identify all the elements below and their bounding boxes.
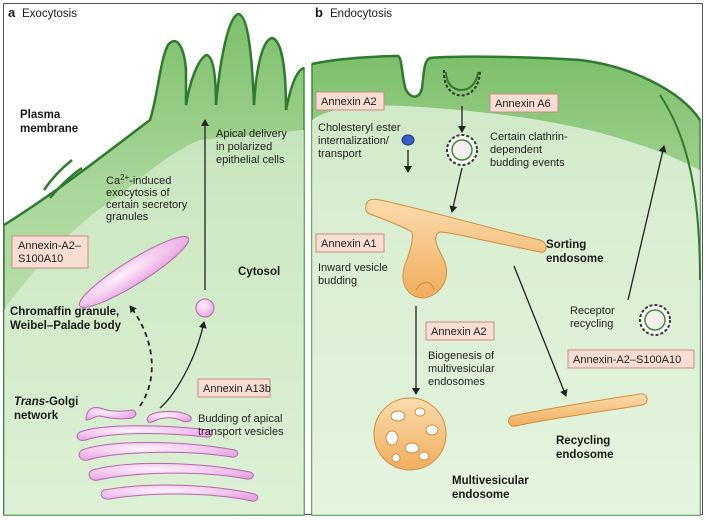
panel-a-title: Exocytosis (22, 8, 77, 20)
clathrin-text-1: Certain clathrin- (490, 131, 568, 143)
annexin-a13b-box (197, 378, 271, 398)
plasma-membrane-label-2: membrane (20, 123, 78, 135)
panel-a-letter: a (8, 5, 16, 20)
sorting-endosome-label-1: Sorting (546, 239, 586, 251)
panel-b-title: Endocytosis (330, 8, 392, 20)
trans-golgi-label-1: Trans-Golgi (14, 396, 78, 408)
ca-exocytosis-line4: granules (106, 211, 149, 223)
mve-label-2: endosome (452, 489, 510, 501)
receptor-recycling-text-2: recycling (570, 318, 613, 330)
annexin-a2-s100a10-right-label: Annexin-A2–S100A10 (573, 354, 681, 366)
apical-vesicle (195, 298, 215, 318)
chromaffin-granule (78, 236, 190, 308)
recycling-endosome-label-1: Recycling (556, 435, 610, 447)
cholesteryl-text-3: transport (318, 148, 361, 160)
sorting-endosome (365, 198, 547, 299)
dashed-arrow-golgi-to-granule (129, 305, 153, 407)
annexin-a1-box (315, 233, 385, 253)
annexin-a1-label: Annexin A1 (321, 238, 377, 250)
panel-b-letter: b (315, 5, 323, 20)
plasma-membrane-label-1: Plasma (20, 109, 61, 121)
cholesteryl-text-2: internalization/ (318, 135, 390, 147)
chromaffin-label-1: Chromaffin granule, (10, 306, 119, 318)
annexin-a2-s100a10-left-line1: Annexin-A2– (18, 240, 82, 252)
annexin-a2-s100a10-box-left (11, 235, 89, 269)
annexin-a2-s100a10-left-line2: S100A10 (18, 253, 63, 265)
cholesteryl-vesicle (401, 134, 415, 146)
clathrin-text-3: budding events (490, 157, 565, 169)
trans-golgi-label-2: network (14, 410, 59, 422)
cytosol-label: Cytosol (238, 266, 280, 278)
annexin-a2-top-label: Annexin A2 (321, 96, 377, 108)
inward-budding-text-1: Inward vesicle (318, 262, 388, 274)
annexin-a2-s100a10-box-right (567, 349, 695, 369)
trans-golgi-network (76, 407, 259, 502)
clathrin-text-2: dependent (490, 144, 542, 156)
plasma-membrane-right (311, 54, 702, 121)
clathrin-coated-pit (442, 69, 481, 97)
apical-budding-text-1: Budding of apical (198, 413, 282, 425)
golgi-to-vesicle-arrow (159, 321, 207, 409)
cholesteryl-text-1: Cholesteryl ester (318, 122, 401, 134)
mve-label-1: Multivesicular (452, 475, 529, 487)
recycling-vesicle (639, 304, 671, 336)
apical-delivery-text-3: epithelial cells (216, 154, 285, 166)
recycling-endosome-label-2: endosome (556, 449, 614, 461)
clathrin-coated-vesicle (446, 134, 478, 166)
ca-exocytosis-line2: exocytosis of (106, 187, 171, 199)
apical-delivery-text-1: Apical delivery (216, 128, 287, 140)
annexin-a13b-label: Annexin A13b (203, 383, 271, 395)
inward-budding-text-2: budding (318, 275, 357, 287)
receptor-recycling-text-1: Receptor (570, 305, 615, 317)
plasma-membrane-left (3, 12, 305, 227)
annexin-a2-box-mid (425, 321, 495, 341)
clathrin-arrow-2 (449, 167, 463, 213)
recycling-arrow (513, 265, 568, 397)
biogenesis-text-2: multivesicular (428, 363, 495, 375)
chromaffin-label-2: Weibel–Palade body (10, 320, 122, 332)
apical-delivery-text-2: in polarized (216, 141, 272, 153)
ca-exocytosis-line3: certain secretory (106, 199, 188, 211)
biogenesis-text-3: endosomes (428, 376, 485, 388)
biogenesis-text-1: Biogenesis of (428, 350, 495, 362)
recycling-endosome (508, 393, 648, 427)
ca-exocytosis-text: Ca2+-induced (106, 173, 171, 187)
apical-budding-text-2: transport vesicles (198, 426, 284, 438)
multivesicular-endosome (373, 397, 447, 471)
sorting-endosome-label-2: endosome (546, 253, 604, 265)
annexin-a2-mid-label: Annexin A2 (431, 326, 487, 338)
annexin-a6-label: Annexin A6 (495, 98, 551, 110)
annexin-a6-box (489, 93, 559, 113)
receptor-recycling-arrow (627, 145, 667, 301)
annexin-a2-box-top (315, 91, 385, 111)
